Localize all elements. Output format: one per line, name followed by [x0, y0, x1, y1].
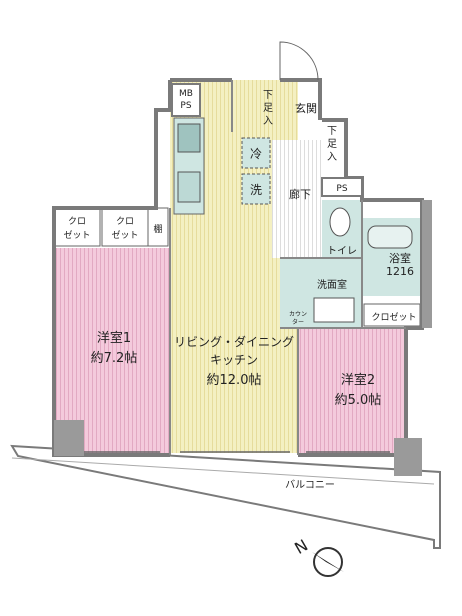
- closet-2-label-2: ゼット: [111, 229, 138, 241]
- western-room-2-area: 約5.0帖: [335, 393, 382, 408]
- counter-label-1: カウン: [289, 310, 307, 318]
- stove: [177, 123, 201, 153]
- shoe-storage-b-2: 足: [327, 138, 337, 150]
- shoe-storage-b-3: 入: [327, 152, 337, 163]
- compass-icon: N: [291, 535, 344, 577]
- western-room-1-floor: [54, 248, 170, 453]
- mbps-label-1: MB: [179, 89, 193, 99]
- mbps-label-2: PS: [180, 101, 191, 111]
- living-name-1: リビング・ダイニング: [174, 334, 294, 349]
- closet-1: [53, 207, 101, 247]
- living-area: 約12.0帖: [207, 373, 262, 388]
- shoe-storage-a-3: 入: [263, 116, 273, 127]
- bath-size: 1216: [386, 265, 414, 278]
- closet-2: [101, 207, 149, 247]
- ps-label: PS: [336, 184, 347, 194]
- bath-name: 浴室: [389, 251, 411, 265]
- hallway-floor: [272, 140, 322, 258]
- washer-label: 洗: [250, 183, 262, 197]
- closet-right-label: クロゼット: [371, 311, 416, 323]
- fridge-label: 冷: [250, 147, 262, 161]
- svg-text:N: N: [291, 535, 311, 557]
- column-right: [422, 200, 432, 328]
- closet-2-label-1: クロ: [116, 216, 134, 227]
- bathtub: [367, 225, 413, 249]
- western-room-1-name: 洋室1: [97, 330, 131, 346]
- wash-basin: [313, 297, 355, 323]
- fridge-space: [241, 137, 271, 169]
- western-room-2-floor: [298, 328, 406, 453]
- toilet-label: トイレ: [327, 246, 357, 257]
- balcony: [10, 444, 441, 549]
- western-room-1-area: 約7.2帖: [91, 351, 138, 366]
- toilet-fixture: [329, 207, 351, 237]
- entrance-door: [279, 41, 319, 81]
- corner-block-left: [54, 420, 84, 456]
- ps-box: [321, 177, 363, 197]
- corner-block-right: [394, 438, 422, 476]
- mbps-box: [171, 83, 201, 117]
- closet-1-label-2: ゼット: [63, 229, 90, 241]
- western-room-2-name: 洋室2: [341, 372, 375, 388]
- balcony-label: バルコニー: [285, 479, 335, 491]
- counter-label-2: ター: [292, 318, 304, 326]
- living-name-2: キッチン: [210, 353, 258, 367]
- shoe-storage-a-1: 下: [263, 90, 273, 101]
- sink: [177, 171, 201, 203]
- washer-space: [241, 173, 271, 205]
- hallway-label: 廊下: [289, 187, 311, 201]
- shoe-storage-a-2: 足: [263, 102, 273, 114]
- washroom-label: 洗面室: [317, 278, 347, 291]
- shoe-storage-b-1: 下: [327, 126, 337, 137]
- shelf-label: 棚: [153, 223, 162, 235]
- partitions: [169, 80, 406, 455]
- closet-1-label-1: クロ: [68, 216, 86, 227]
- entrance-label: 玄関: [295, 101, 317, 115]
